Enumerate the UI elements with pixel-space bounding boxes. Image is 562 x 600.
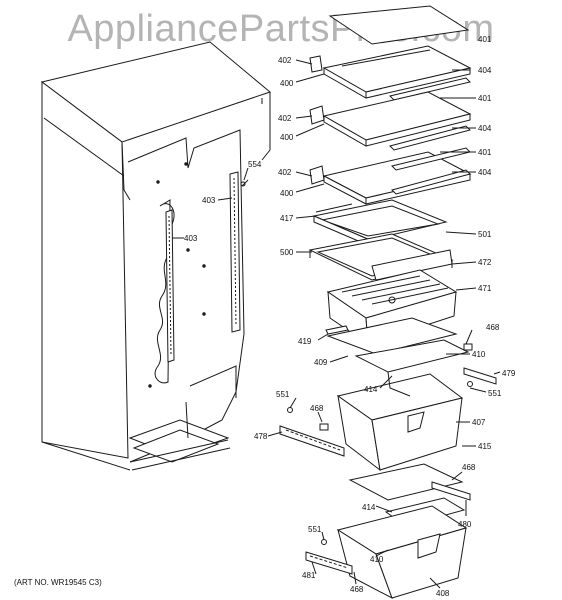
callout-400-a: 400 [280,79,294,88]
callout-409: 409 [314,358,328,367]
callout-419: 419 [298,337,312,346]
callout-472: 472 [478,258,492,267]
callout-471: 471 [478,284,492,293]
callout-leaders [172,59,501,589]
callout-414-b: 414 [362,503,376,512]
callout-408: 408 [436,589,450,598]
callout-468-b: 468 [310,404,324,413]
shelf-set-3 [309,147,472,205]
refrigerator-cabinet [40,41,272,471]
shelf-set-1 [309,5,472,101]
callout-479: 479 [502,369,516,378]
slide-rail-478 [279,425,345,457]
shelf-set-2 [309,91,472,151]
callout-403-b: 403 [184,234,198,243]
shelf-rail-403-right [229,171,241,333]
callout-501: 501 [478,230,492,239]
glass-417 [315,203,353,213]
callout-554: 554 [248,160,262,169]
callout-403-a: 403 [202,196,216,205]
screw-554 [240,179,249,187]
slide-rail-479 [463,367,497,385]
art-number-label: (ART NO. WR19545 C3) [14,578,102,587]
crisper-glass-415 [348,463,464,501]
callout-404-c: 404 [478,168,492,177]
deli-drawer-cover-501 [312,199,448,247]
callout-401-a: 401 [478,35,492,44]
bottom-drawer-408 [336,497,468,600]
callout-468-c: 468 [462,463,476,472]
callout-468-a: 468 [486,323,500,332]
callout-481: 481 [302,571,316,580]
callout-401-b: 401 [478,94,492,103]
callout-407: 407 [472,418,486,427]
callout-414-a: 414 [364,385,378,394]
callout-400-c: 400 [280,189,294,198]
callout-404-b: 404 [478,124,492,133]
callout-551-b: 551 [488,389,502,398]
callout-401-c: 401 [478,148,492,157]
callout-402-c: 402 [278,168,292,177]
callout-410-b: 410 [370,555,384,564]
callout-415: 415 [478,442,492,451]
shelf-rail-403-left [165,209,175,363]
slide-rail-481 [305,551,353,575]
crisper-glass-409 [326,317,458,355]
callout-402-b: 402 [278,114,292,123]
callout-500: 500 [280,248,294,257]
callout-402-a: 402 [278,56,292,65]
crisper-drawer-407 [336,339,470,472]
callout-404-a: 404 [478,66,492,75]
cover-frame-419 [325,325,349,335]
callout-551-c: 551 [308,525,322,534]
slide-rail-480 [431,481,471,501]
callout-417: 417 [280,214,294,223]
callout-410-a: 410 [472,350,486,359]
callout-551-a: 551 [276,390,290,399]
callout-480: 480 [458,520,472,529]
callout-468-d: 468 [350,585,364,594]
callout-478: 478 [254,432,268,441]
callout-400-b: 400 [280,133,294,142]
